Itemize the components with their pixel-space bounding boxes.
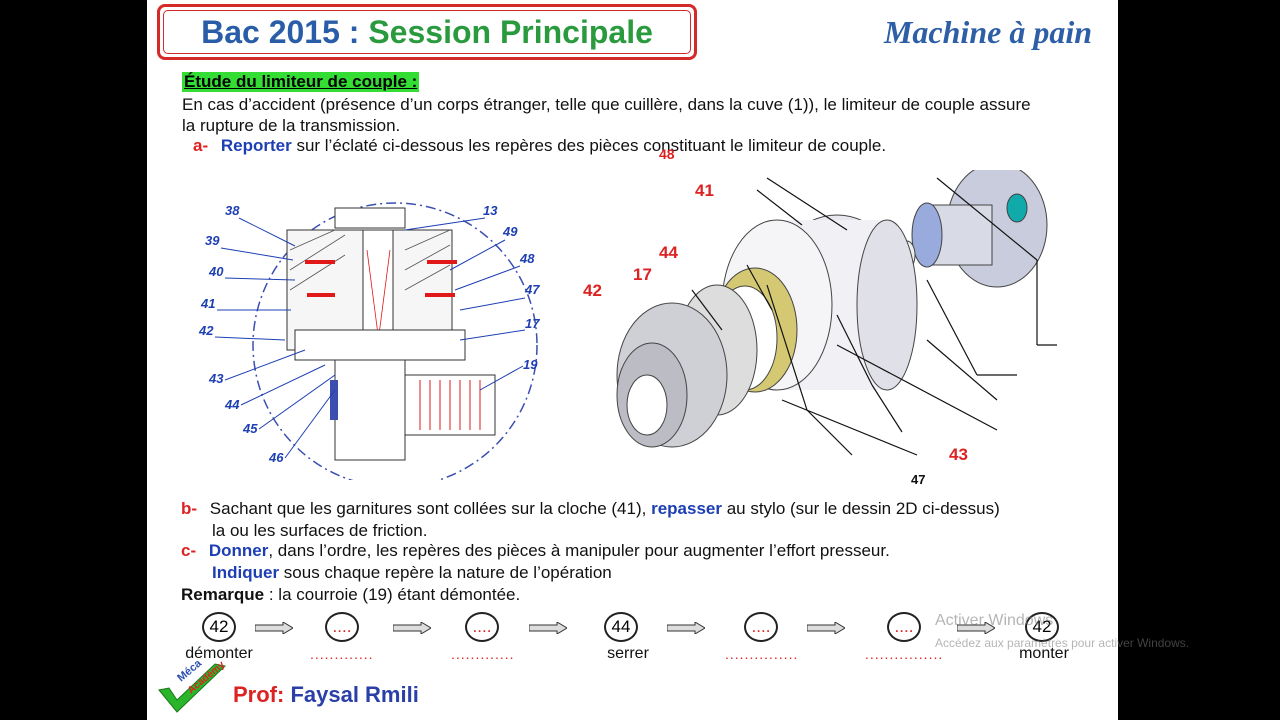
sequence-caption-2: .............	[310, 646, 374, 662]
slide: Bac 2015 : Session Principale Machine à …	[147, 0, 1118, 720]
sequence-arrow-icon	[807, 622, 845, 634]
question-c-letter: c-	[181, 541, 197, 560]
sequence-step-3: ....	[465, 612, 499, 642]
label-2d-39: 39	[205, 233, 220, 248]
label-2d-44: 44	[224, 397, 240, 412]
question-c-line2: Indiquer sous chaque repère la nature de…	[212, 563, 612, 583]
question-c-verb1: Donner	[208, 541, 269, 560]
section-drawing-2d: 38 39 40 41 42 43 44 45 46 13 49 48 47 1…	[198, 202, 540, 480]
question-c-text2: sous chaque repère la nature de l’opérat…	[279, 563, 612, 582]
question-a-letter: a-	[193, 136, 209, 155]
label-2d-13: 13	[483, 203, 498, 218]
sequence-arrow-icon	[957, 622, 995, 634]
title-session: Session Principale	[368, 13, 653, 50]
question-b-verb: repasser	[651, 499, 722, 518]
windows-activation-hint: Accédez aux paramètres pour activer Wind…	[935, 636, 1190, 650]
title-box: Bac 2015 : Session Principale	[157, 4, 697, 60]
question-b: b- Sachant que les garnitures sont collé…	[181, 499, 1000, 519]
label-3d-41: 41	[695, 181, 714, 200]
title-inner: Bac 2015 : Session Principale	[163, 10, 691, 54]
intro-paragraph: En cas d’accident (présence d’un corps é…	[182, 95, 1031, 135]
label-2d-49: 49	[502, 224, 518, 239]
author: Prof: Faysal Rmili	[233, 682, 419, 708]
label-2d-40: 40	[208, 264, 224, 279]
sequence-caption-7: monter	[1019, 645, 1069, 662]
remark: Remarque : la courroie (19) étant démont…	[181, 585, 520, 605]
sequence-arrow-icon	[529, 622, 567, 634]
windows-activation-watermark: Activer Windows	[935, 612, 1054, 629]
label-3d-47: 47	[911, 472, 925, 487]
sequence-arrow-icon	[393, 622, 431, 634]
label-2d-48: 48	[519, 251, 535, 266]
author-name: Faysal Rmili	[284, 682, 419, 707]
sequence-step-5: ....	[744, 612, 778, 642]
remark-label: Remarque	[181, 585, 265, 604]
title-year: Bac 2015	[201, 13, 340, 50]
label-3d-43: 43	[949, 445, 968, 464]
label-2d-19: 19	[523, 357, 538, 372]
label-2d-38: 38	[225, 203, 240, 218]
author-label: Prof:	[233, 682, 285, 707]
sequence-caption-5: ...............	[725, 646, 799, 662]
sequence-caption-4: serrer	[607, 645, 649, 662]
label-2d-46: 46	[268, 450, 284, 465]
sequence-step-6: ....	[887, 612, 921, 642]
sequence-step-1: 42	[202, 612, 236, 642]
question-b-text2: au stylo (sur le dessin 2D ci-dessus)	[721, 499, 1000, 518]
label-2d-42: 42	[198, 323, 214, 338]
label-3d-42: 42	[583, 281, 602, 300]
stray-label-48: 48	[659, 146, 675, 162]
sequence-caption-1: démonter	[185, 645, 253, 662]
question-a-verb: Reporter	[220, 136, 292, 155]
sequence-arrow-icon	[667, 622, 705, 634]
label-3d-44: 44	[659, 243, 678, 262]
sequence-step-7: 42	[1025, 612, 1059, 642]
sequence-step-2: ....	[325, 612, 359, 642]
question-c: c- Donner, dans l’ordre, les repères des…	[181, 541, 890, 561]
label-2d-41: 41	[200, 296, 215, 311]
label-3d-17: 17	[633, 265, 652, 284]
question-a-text: sur l’éclaté ci-dessous les repères des …	[291, 136, 887, 155]
question-c-text1: , dans l’ordre, les repères des pièces à…	[268, 541, 890, 560]
question-b-text1: Sachant que les garnitures sont collées …	[209, 499, 652, 518]
sequence-caption-3: .............	[451, 646, 515, 662]
question-b-text3: la ou les surfaces de friction.	[212, 521, 428, 540]
question-a: a- Reporter sur l’éclaté ci-dessous les …	[193, 136, 886, 156]
section-title: Étude du limiteur de couple :	[182, 72, 420, 92]
label-2d-17: 17	[525, 316, 540, 331]
question-c-verb2: Indiquer	[212, 563, 280, 582]
exploded-view-3d: 41 44 17 42 43 47	[583, 170, 1057, 487]
remark-text: : la courroie (19) étant démontée.	[264, 585, 521, 604]
label-2d-43: 43	[208, 371, 224, 386]
sequence-caption-6: ................	[865, 646, 944, 662]
label-2d-47: 47	[524, 282, 540, 297]
label-2d-45: 45	[242, 421, 258, 436]
subject-title: Machine à pain	[883, 14, 1092, 50]
title-separator: :	[339, 13, 369, 50]
meca-academy-logo: Méca Académy	[158, 660, 227, 713]
question-b-letter: b-	[181, 499, 198, 518]
sequence-step-4: 44	[604, 612, 638, 642]
sequence-arrow-icon	[255, 622, 293, 634]
